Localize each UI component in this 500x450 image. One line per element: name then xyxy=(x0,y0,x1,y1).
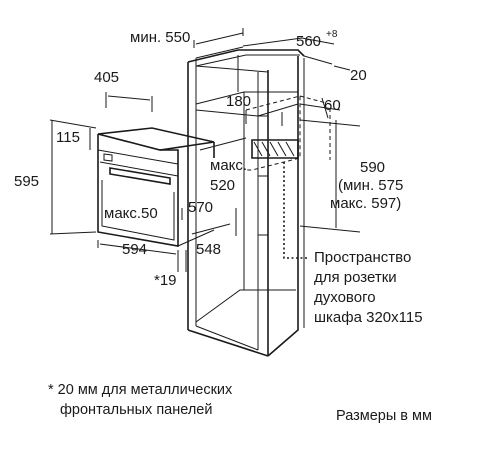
label-405: 405 xyxy=(94,69,119,86)
oven xyxy=(97,127,215,247)
footnote-line-2: фронтальных панелей xyxy=(60,402,212,418)
label-max-520-prefix: макс. xyxy=(210,157,247,174)
socket-label-line-1: Пространство xyxy=(314,249,411,266)
socket-area xyxy=(245,95,331,259)
units-note: Размеры в мм xyxy=(336,408,432,424)
footnote-line-1: * 20 мм для металлических xyxy=(48,382,233,398)
label-115: 115 xyxy=(56,129,80,146)
label-60: 60 xyxy=(324,97,341,114)
footnotes: * 20 мм для металлических фронтальных па… xyxy=(48,382,432,424)
label-note-19: *19 xyxy=(154,272,177,289)
label-570: 570 xyxy=(188,199,213,216)
label-180: 180 xyxy=(226,93,251,110)
label-560: 560 xyxy=(296,33,321,50)
socket-label-line-4: шкафа 320x115 xyxy=(314,309,423,326)
label-max-50: макс.50 xyxy=(104,205,158,222)
socket-label-line-2: для розетки xyxy=(314,269,397,286)
label-595: 595 xyxy=(14,173,39,190)
label-560-tolerance: +8 xyxy=(326,29,338,40)
cabinet xyxy=(187,46,305,357)
label-590-max: макс. 597) xyxy=(330,195,401,212)
label-548: 548 xyxy=(196,241,221,258)
label-min-550: мин. 550 xyxy=(130,29,190,46)
label-20: 20 xyxy=(350,67,367,84)
label-594: 594 xyxy=(122,241,147,258)
label-590-min: (мин. 575 xyxy=(338,177,403,194)
dimension-lines xyxy=(49,28,361,272)
socket-label: Пространство для розетки духового шкафа … xyxy=(314,249,423,326)
label-max-520-value: 520 xyxy=(210,177,235,194)
socket-label-line-3: духового xyxy=(314,289,376,306)
label-590: 590 xyxy=(360,159,385,176)
dimension-labels: мин. 550 560 +8 20 405 180 60 115 595 ма… xyxy=(14,29,403,289)
